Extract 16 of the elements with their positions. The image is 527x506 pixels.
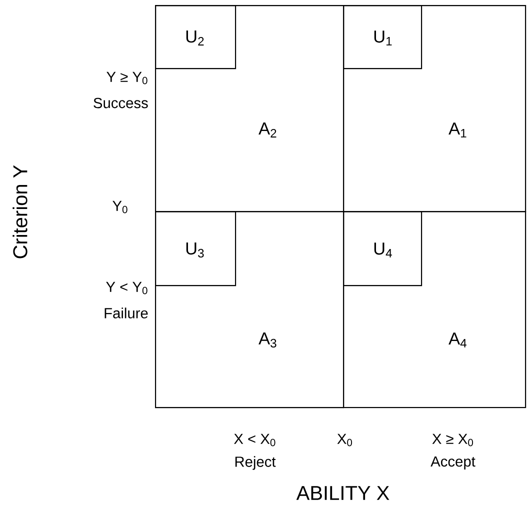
corner-box: U$_{3}$ xyxy=(155,211,236,286)
axis-label: Y ≥ Y$_{0}$ xyxy=(106,72,148,84)
axis-label: Y$_{0}$ xyxy=(112,200,128,214)
axis-label: Reject xyxy=(235,456,276,470)
axis-label: Success xyxy=(94,98,148,108)
axis-label: Failure xyxy=(104,308,148,318)
axis-title: ABILITY X xyxy=(296,486,390,500)
axis-title: Criterion Y xyxy=(12,165,28,258)
corner-box: U$_{2}$ xyxy=(155,5,236,70)
axis-label: X ≥ X$_{0}$ xyxy=(432,434,474,446)
axis-label: Accept xyxy=(430,456,476,470)
axis-label: Y < Y$_{0}$ xyxy=(106,282,148,294)
corner-box: U$_{1}$ xyxy=(343,5,422,70)
corner-box: U$_{4}$ xyxy=(343,211,422,286)
axis-label: X < X$_{0}$ xyxy=(234,434,276,446)
axis-label: X$_{0}$ xyxy=(337,434,352,446)
